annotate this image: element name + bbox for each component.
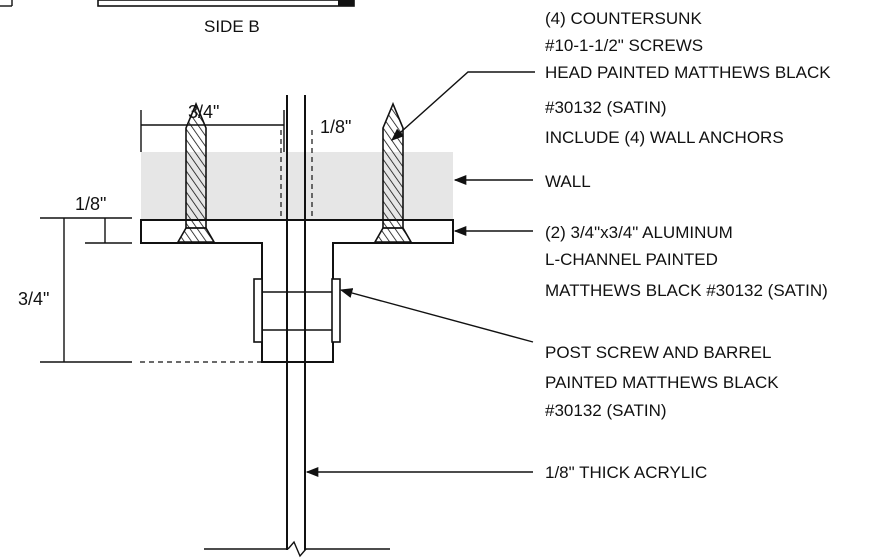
- callout-acrylic: 1/8" THICK ACRYLIC: [545, 463, 707, 482]
- dim-acrylic-gap-label: 1/8": [320, 117, 351, 137]
- callout-screws: (4) COUNTERSUNK #10-1-1/2" SCREWS HEAD P…: [545, 9, 831, 147]
- screw-right: [373, 101, 413, 243]
- post-screw-barrel: [253, 278, 341, 343]
- acrylic-panel: [204, 95, 390, 558]
- side-b-label: SIDE B: [204, 17, 260, 36]
- top-partial-frames: [0, 0, 355, 7]
- dim-top-width: [140, 110, 285, 152]
- svg-text:(2) 3/4"x3/4" ALUMINUM: (2) 3/4"x3/4" ALUMINUM: [545, 223, 733, 242]
- svg-text:L-CHANNEL PAINTED: L-CHANNEL PAINTED: [545, 250, 718, 269]
- dim-channel-height-label: 3/4": [18, 289, 49, 309]
- svg-text:HEAD PAINTED MATTHEWS BLACK: HEAD PAINTED MATTHEWS BLACK: [545, 63, 831, 82]
- svg-text:INCLUDE (4) WALL ANCHORS: INCLUDE (4) WALL ANCHORS: [545, 128, 784, 147]
- leader-screws: [391, 71, 535, 141]
- svg-text:PAINTED MATTHEWS BLACK: PAINTED MATTHEWS BLACK: [545, 373, 779, 392]
- dim-top-width-label: 3/4": [188, 102, 219, 122]
- dim-channel-height: [40, 218, 262, 363]
- svg-text:#30132 (SATIN): #30132 (SATIN): [545, 98, 667, 117]
- screw-left: [176, 101, 216, 243]
- dim-flange-thickness-label: 1/8": [75, 194, 106, 214]
- l-channel: [140, 219, 454, 363]
- svg-text:#10-1-1/2" SCREWS: #10-1-1/2" SCREWS: [545, 36, 703, 55]
- callout-wall: WALL: [545, 172, 591, 191]
- svg-text:#30132 (SATIN): #30132 (SATIN): [545, 401, 667, 420]
- callout-post: POST SCREW AND BARREL PAINTED MATTHEWS B…: [545, 343, 779, 420]
- callout-channel: (2) 3/4"x3/4" ALUMINUM L-CHANNEL PAINTED…: [545, 223, 828, 300]
- leader-post: [339, 288, 534, 343]
- svg-text:(4) COUNTERSUNK: (4) COUNTERSUNK: [545, 9, 702, 28]
- svg-text:POST SCREW AND BARREL: POST SCREW AND BARREL: [545, 343, 771, 362]
- svg-text:MATTHEWS BLACK #30132 (SATIN): MATTHEWS BLACK #30132 (SATIN): [545, 281, 828, 300]
- dim-flange-thickness: [40, 217, 132, 244]
